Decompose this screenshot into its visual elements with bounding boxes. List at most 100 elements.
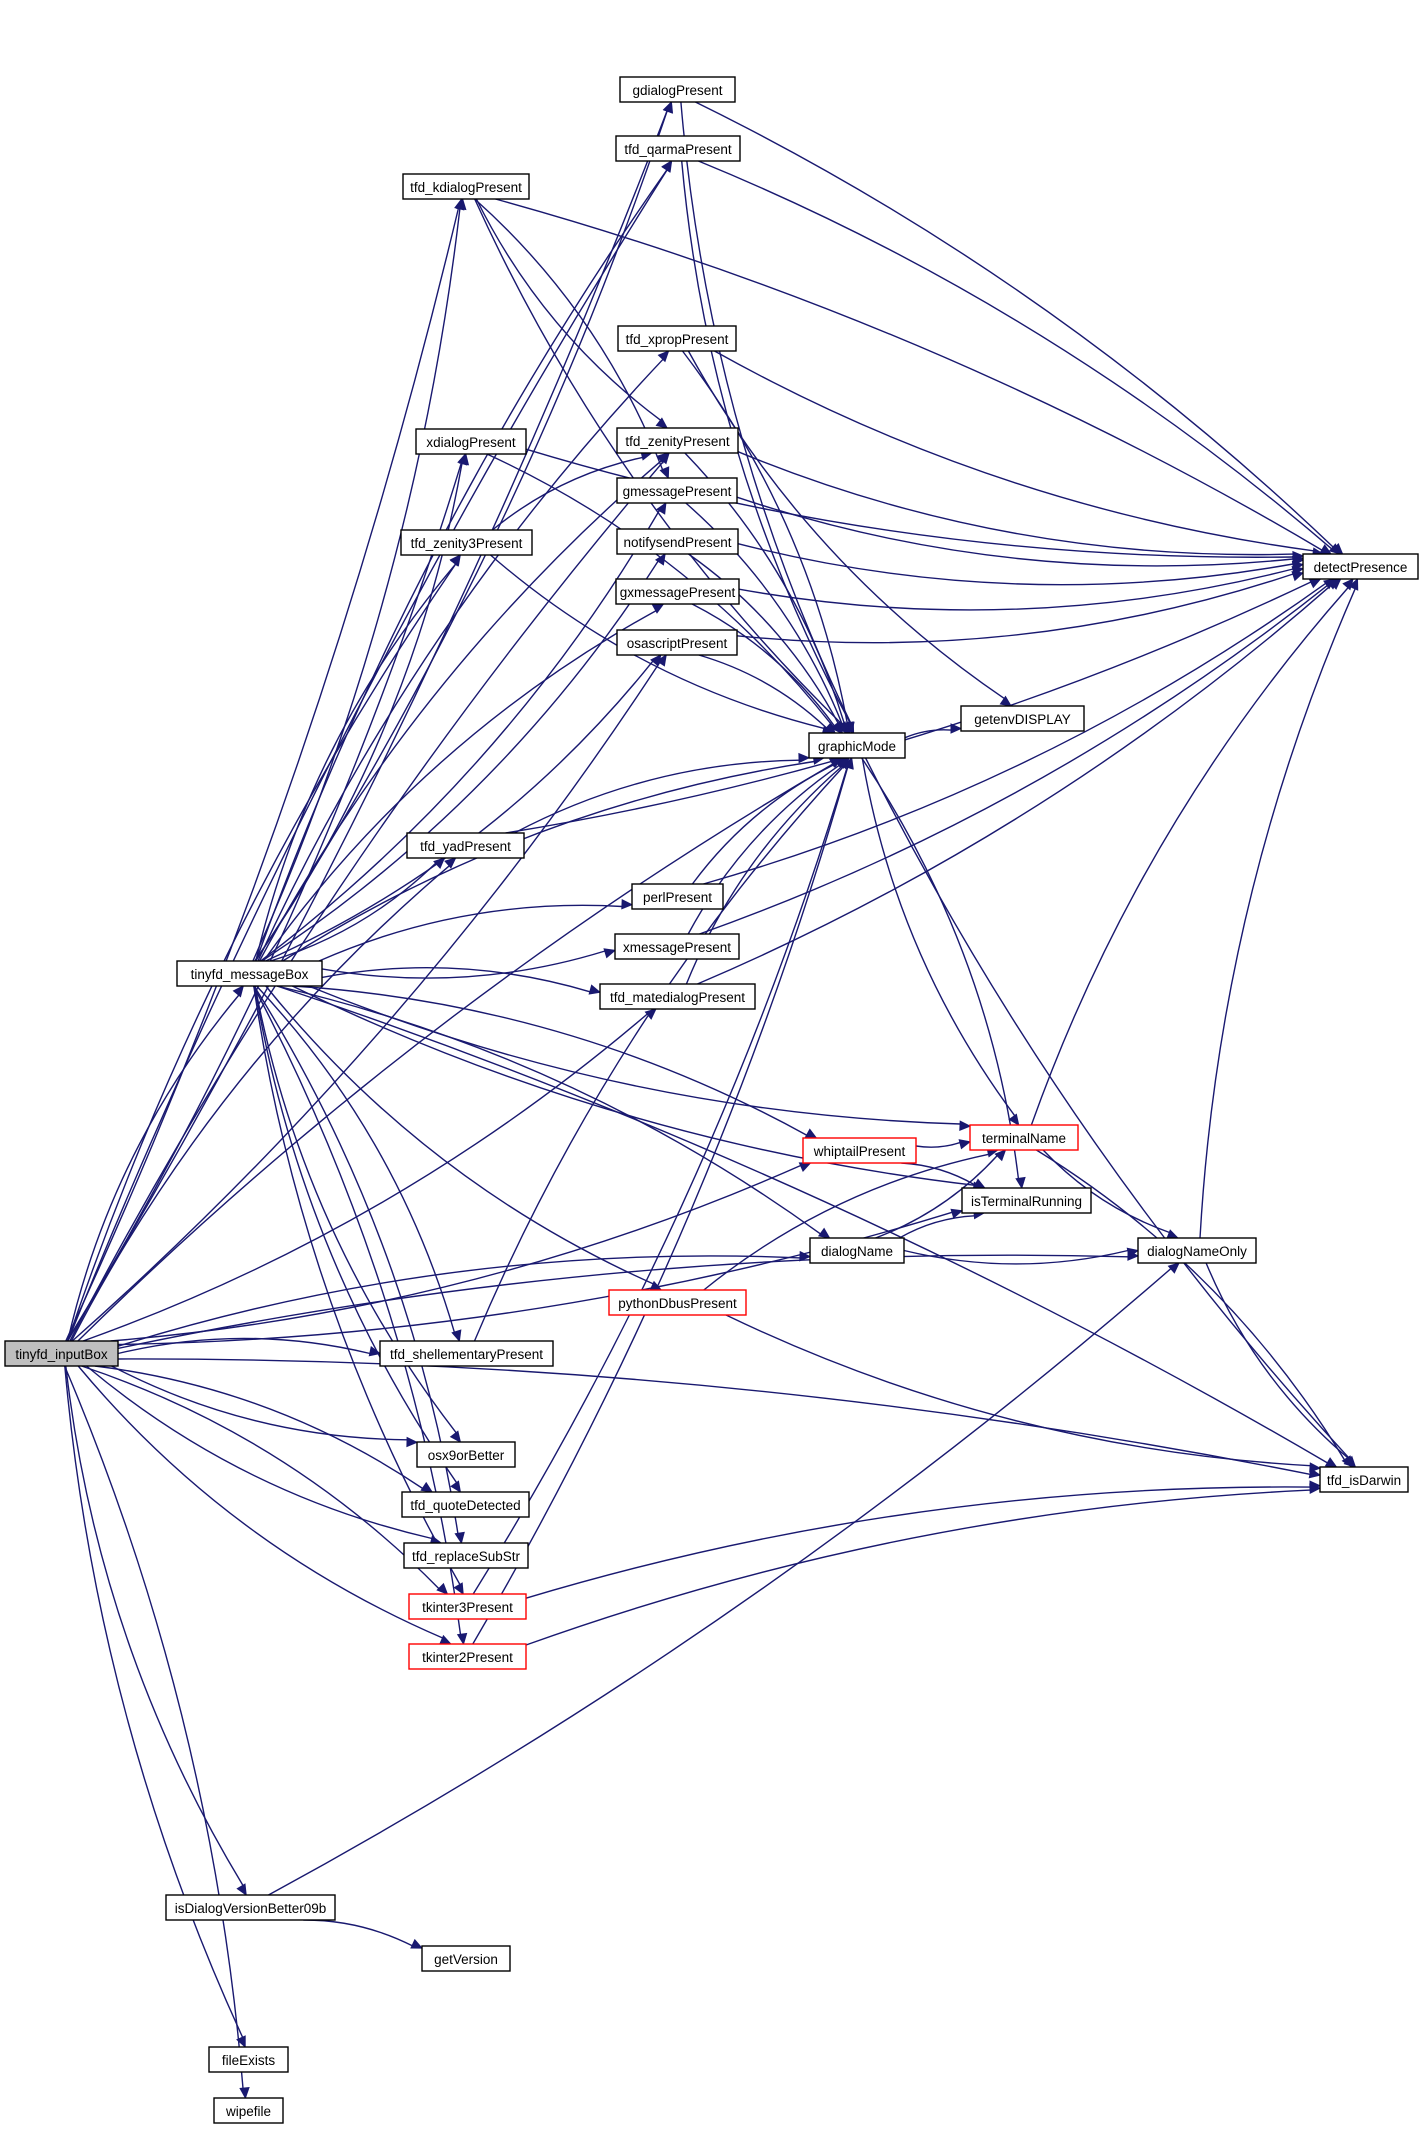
arrowhead [1343,1456,1356,1468]
arrowhead [588,984,602,995]
edge-tinyfd_inputBox-to-tkinter3Present [81,1365,449,1595]
node-xmessagePresent[interactable]: xmessagePresent [614,933,740,960]
node-label: gdialogPresent [632,83,722,98]
node-tkinter3Present[interactable]: tkinter3Present [408,1593,527,1620]
edge-line [291,985,975,1186]
node-graphicMode[interactable]: graphicMode [808,732,906,759]
node-whiptailPresent[interactable]: whiptailPresent [802,1137,917,1164]
arrowhead [239,2087,250,2100]
node-label: gxmessagePresent [620,585,736,600]
edge-line [703,1153,989,1291]
node-detectPresence[interactable]: detectPresence [1302,553,1419,580]
node-perlPresent[interactable]: perlPresent [631,883,724,910]
node-tfd_xpropPresent[interactable]: tfd_xpropPresent [617,325,737,352]
node-tfd_matedialogPresent[interactable]: tfd_matedialogPresent [599,983,756,1010]
node-label: osx9orBetter [428,1448,505,1463]
arrowhead [663,100,674,114]
node-tfd_replaceSubStr[interactable]: tfd_replaceSubStr [403,1542,529,1569]
edge-line [681,350,849,725]
arrowhead [453,1582,464,1596]
node-label: tfd_kdialogPresent [410,180,522,195]
node-label: dialogName [821,1244,893,1259]
edge-line [698,160,1333,550]
edge-tinyfd_inputBox-to-tfd_yadPresent [70,857,457,1342]
node-tfd_zenity3Present[interactable]: tfd_zenity3Present [400,529,533,556]
edge-line [861,757,1020,1179]
edge-gmessagePresent-to-detectPresence [736,496,1305,567]
node-tkinter2Present[interactable]: tkinter2Present [408,1643,527,1670]
node-box [408,1643,527,1670]
node-xdialogPresent[interactable]: xdialogPresent [415,428,527,455]
edge-line [714,350,1314,552]
node-notifysendPresent[interactable]: notifysendPresent [616,528,739,555]
edge-line [252,985,462,1635]
edge-isDialogVersionBetter09b-to-getVersion [303,1919,424,1949]
node-terminalName[interactable]: terminalName [969,1124,1079,1151]
node-tinyfd_messageBox[interactable]: tinyfd_messageBox [176,960,323,987]
node-box [1137,1237,1257,1264]
node-pythonDbusPresent[interactable]: pythonDbusPresent [608,1289,747,1316]
edge-tfd_yadPresent-to-detectPresence [505,578,1322,834]
arrowhead [450,1480,462,1494]
edge-line [64,1365,244,2038]
node-box [599,983,756,1010]
node-tfd_isDarwin[interactable]: tfd_isDarwin [1319,1466,1409,1493]
node-fileExists[interactable]: fileExists [208,2046,289,2073]
node-osascriptPresent[interactable]: osascriptPresent [616,629,738,656]
edge-line [66,110,668,1342]
edge-whiptailPresent-to-isTerminalRunning [901,1162,986,1189]
node-dialogName[interactable]: dialogName [809,1237,905,1264]
edge-line [505,581,1312,834]
node-tinyfd_inputBox[interactable]: tinyfd_inputBox [4,1340,119,1367]
node-label: notifysendPresent [623,535,731,550]
edge-line [258,460,662,962]
edge-line [257,358,664,962]
node-isDialogVersionBetter09b[interactable]: isDialogVersionBetter09b [165,1894,336,1921]
edge-line [265,985,654,1285]
node-box [619,76,736,103]
node-label: tfd_shellementaryPresent [390,1347,543,1362]
arrowhead [433,857,446,870]
edge-line [270,862,437,962]
node-tfd_qarmaPresent[interactable]: tfd_qarmaPresent [615,135,741,162]
node-label: tfd_xpropPresent [626,332,729,347]
node-gmessagePresent[interactable]: gmessagePresent [616,477,738,504]
node-tfd_yadPresent[interactable]: tfd_yadPresent [406,832,525,859]
node-label: tfd_matedialogPresent [610,990,745,1005]
arrowhead [657,350,670,363]
arrowhead [1309,1462,1322,1473]
node-gxmessagePresent[interactable]: gxmessagePresent [615,578,740,605]
edge-line [268,1268,1172,1896]
arrowhead [999,695,1013,707]
node-getenvDISPLAY[interactable]: getenvDISPLAY [960,705,1085,732]
edge-line [252,208,461,962]
edge-line [736,496,1294,567]
edge-line [94,1365,424,1490]
edge-graphicMode-to-isTerminalRunning [861,757,1026,1190]
arrowhead [656,452,669,464]
node-tfd_kdialogPresent[interactable]: tfd_kdialogPresent [402,173,530,200]
node-tfd_zenityPresent[interactable]: tfd_zenityPresent [616,427,739,454]
node-label: getenvDISPLAY [974,712,1071,727]
node-isTerminalRunning[interactable]: isTerminalRunning [961,1187,1092,1214]
edge-line [697,583,1333,985]
node-getVersion[interactable]: getVersion [421,1945,511,1972]
edge-line [256,985,456,1333]
edge-line [261,560,659,962]
arrowhead [798,1162,812,1173]
edge-line [262,610,657,962]
node-wipefile[interactable]: wipefile [213,2097,284,2124]
node-dialogNameOnly[interactable]: dialogNameOnly [1137,1237,1257,1264]
edge-dialogName-to-terminalName [875,1149,1007,1239]
arrowhead [823,722,837,734]
edge-line [472,766,848,1595]
edge-line [276,985,1328,1464]
edge-tkinter2Present-to-graphicMode [472,756,854,1645]
node-tfd_quoteDetected[interactable]: tfd_quoteDetected [401,1491,530,1518]
edge-line [117,1211,953,1346]
node-tfd_shellementaryPresent[interactable]: tfd_shellementaryPresent [379,1340,554,1367]
node-osx9orBetter[interactable]: osx9orBetter [416,1441,516,1468]
edge-tinyfd_messageBox-to-tfd_quoteDetected [253,985,462,1494]
node-box [615,578,740,605]
node-gdialogPresent[interactable]: gdialogPresent [619,76,736,103]
